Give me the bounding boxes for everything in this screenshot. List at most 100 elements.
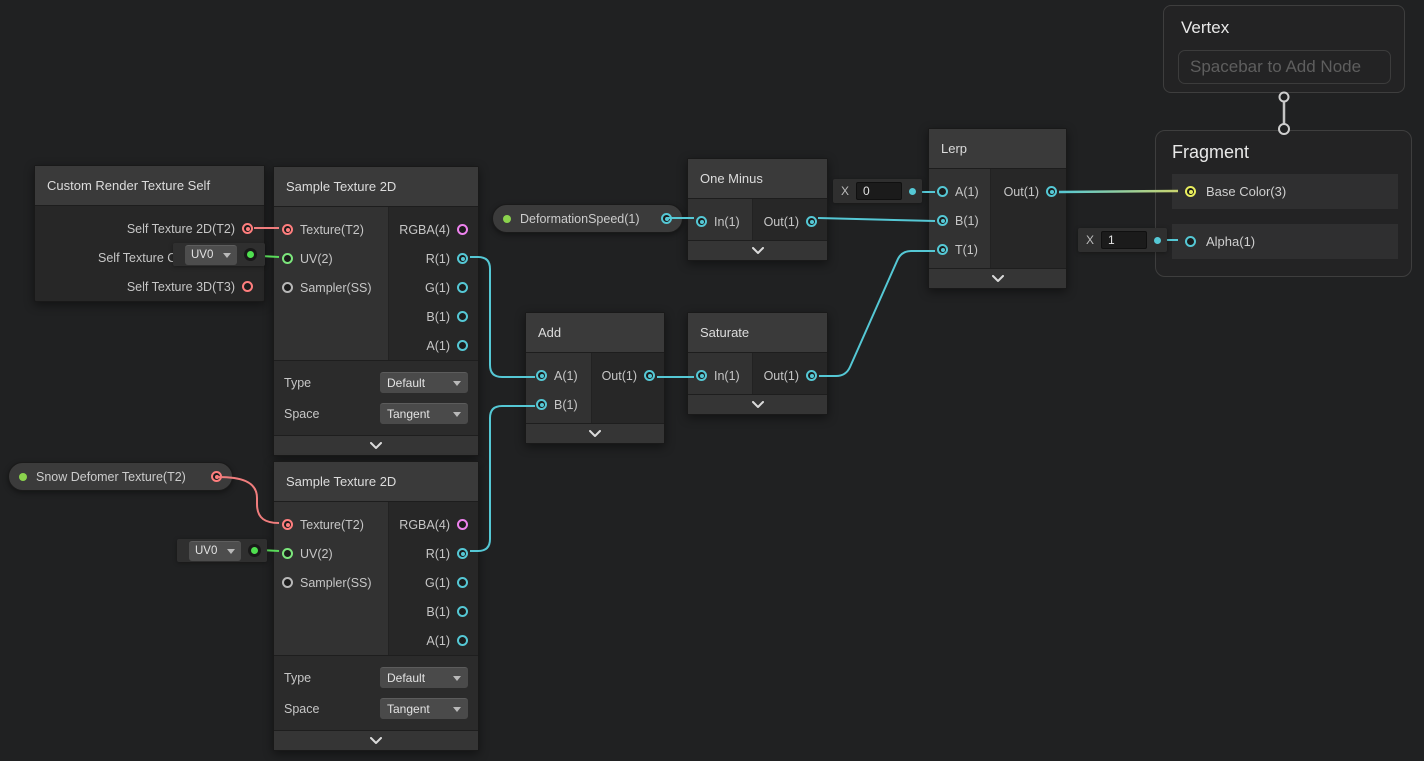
collapse-chevron-button[interactable] bbox=[929, 268, 1066, 288]
dropdown-arrow-icon bbox=[453, 411, 461, 417]
port-out[interactable] bbox=[806, 370, 817, 381]
port-out[interactable] bbox=[644, 370, 655, 381]
node-title: Sample Texture 2D bbox=[274, 167, 478, 207]
port-self-texture-2d[interactable] bbox=[242, 223, 253, 234]
fragment-row-alpha[interactable]: Alpha(1) bbox=[1172, 224, 1398, 259]
node-fragment-master[interactable]: Fragment Base Color(3) Alpha(1) bbox=[1155, 130, 1412, 277]
collapse-chevron-button[interactable] bbox=[688, 240, 827, 260]
node-sample-texture-2d-top[interactable]: Sample Texture 2D Texture(T2) UV(2) Samp… bbox=[273, 166, 479, 456]
node-lerp[interactable]: Lerp A(1) B(1) T(1) Out(1) bbox=[928, 128, 1067, 289]
port-label: B(1) bbox=[955, 213, 979, 228]
port-a-in[interactable] bbox=[937, 186, 948, 197]
port-t-in[interactable] bbox=[937, 244, 948, 255]
port-r-out[interactable] bbox=[457, 548, 468, 559]
port-label: Self Texture C bbox=[98, 250, 177, 265]
port-a-in[interactable] bbox=[536, 370, 547, 381]
port-label: UV(2) bbox=[300, 251, 333, 266]
edge-saturate-to-lerp-t[interactable] bbox=[819, 250, 935, 377]
port-uv-in[interactable] bbox=[282, 253, 293, 264]
port-a-out[interactable] bbox=[457, 635, 468, 646]
type-dropdown[interactable]: Default bbox=[380, 667, 468, 688]
port-base-color[interactable] bbox=[1185, 186, 1196, 197]
port-r-out[interactable] bbox=[457, 253, 468, 264]
collapse-chevron-button[interactable] bbox=[526, 423, 664, 443]
property-label: Snow Defomer Texture(T2) bbox=[36, 469, 186, 484]
node-title: Lerp bbox=[929, 129, 1066, 169]
port-label: A(1) bbox=[426, 633, 450, 648]
port-a-out[interactable] bbox=[457, 340, 468, 351]
port-g-out[interactable] bbox=[457, 577, 468, 588]
node-custom-render-texture-self[interactable]: Custom Render Texture Self Self Texture … bbox=[34, 165, 265, 302]
node-one-minus[interactable]: One Minus In(1) Out(1) bbox=[687, 158, 828, 261]
control-label-space: Space bbox=[284, 406, 320, 421]
port-uv-in[interactable] bbox=[282, 548, 293, 559]
property-output-port[interactable] bbox=[211, 471, 222, 482]
collapse-chevron-button[interactable] bbox=[688, 394, 827, 414]
collapse-chevron-button[interactable] bbox=[274, 730, 478, 750]
collapse-chevron-button[interactable] bbox=[274, 435, 478, 455]
port-out[interactable] bbox=[806, 216, 817, 227]
port-label: Self Texture 3D(T3) bbox=[126, 279, 235, 294]
port-label: Sampler(SS) bbox=[300, 280, 372, 295]
fragment-row-base-color[interactable]: Base Color(3) bbox=[1172, 174, 1398, 209]
edge-oneminus-to-lerp-b[interactable] bbox=[817, 217, 936, 222]
port-label: Out(1) bbox=[763, 214, 799, 229]
node-title: Saturate bbox=[688, 313, 827, 353]
port-b-out[interactable] bbox=[457, 311, 468, 322]
inline-connector-dot bbox=[909, 187, 917, 195]
space-dropdown[interactable]: Tangent bbox=[380, 698, 468, 719]
chevron-down-icon bbox=[370, 737, 382, 744]
node-title: Sample Texture 2D bbox=[274, 462, 478, 502]
node-vertex-master[interactable]: Vertex Spacebar to Add Node bbox=[1163, 5, 1405, 93]
port-label: B(1) bbox=[426, 309, 450, 324]
port-g-out[interactable] bbox=[457, 282, 468, 293]
dropdown-arrow-icon bbox=[453, 380, 461, 386]
uv-channel-dropdown[interactable]: UV0 bbox=[185, 244, 237, 265]
port-label: Texture(T2) bbox=[300, 222, 364, 237]
port-label: Texture(T2) bbox=[300, 517, 364, 532]
port-b-in[interactable] bbox=[536, 399, 547, 410]
port-rgba-out[interactable] bbox=[457, 224, 468, 235]
space-dropdown[interactable]: Tangent bbox=[380, 403, 468, 424]
node-add[interactable]: Add A(1) B(1) Out(1) bbox=[525, 312, 665, 444]
port-in[interactable] bbox=[696, 216, 707, 227]
port-out[interactable] bbox=[1046, 186, 1057, 197]
alpha-value-input[interactable] bbox=[1101, 231, 1148, 249]
port-self-texture-3d[interactable] bbox=[242, 281, 253, 292]
inline-connector-dot bbox=[1154, 236, 1162, 244]
node-saturate[interactable]: Saturate In(1) Out(1) bbox=[687, 312, 828, 415]
property-node-deformation-speed[interactable]: DeformationSpeed(1) bbox=[492, 204, 683, 233]
property-output-port[interactable] bbox=[661, 213, 672, 224]
port-rgba-out[interactable] bbox=[457, 519, 468, 530]
dropdown-arrow-icon bbox=[453, 706, 461, 712]
port-alpha[interactable] bbox=[1185, 236, 1196, 247]
type-dropdown[interactable]: Default bbox=[380, 372, 468, 393]
port-in[interactable] bbox=[696, 370, 707, 381]
port-label: R(1) bbox=[425, 546, 450, 561]
port-sampler-in[interactable] bbox=[282, 577, 293, 588]
port-label: Alpha(1) bbox=[1206, 234, 1256, 249]
x-label: X bbox=[1086, 233, 1095, 247]
port-label: In(1) bbox=[714, 214, 740, 229]
port-b-out[interactable] bbox=[457, 606, 468, 617]
property-node-snow-deformer-texture[interactable]: Snow Defomer Texture(T2) bbox=[8, 462, 233, 491]
port-label: RGBA(4) bbox=[399, 517, 450, 532]
port-label: G(1) bbox=[425, 575, 450, 590]
vertex-link-handle[interactable] bbox=[1278, 91, 1290, 103]
port-texture-in[interactable] bbox=[282, 224, 293, 235]
uv-channel-dropdown[interactable]: UV0 bbox=[189, 540, 241, 561]
port-label: B(1) bbox=[554, 397, 578, 412]
node-sample-texture-2d-bottom[interactable]: Sample Texture 2D Texture(T2) UV(2) Samp… bbox=[273, 461, 479, 751]
port-b-in[interactable] bbox=[937, 215, 948, 226]
port-texture-in[interactable] bbox=[282, 519, 293, 530]
chevron-down-icon bbox=[991, 275, 1004, 282]
control-label-space: Space bbox=[284, 701, 320, 716]
lerp-a-value-input[interactable] bbox=[856, 182, 903, 200]
port-label: G(1) bbox=[425, 280, 450, 295]
port-label: UV(2) bbox=[300, 546, 333, 561]
node-title: Custom Render Texture Self bbox=[35, 166, 264, 206]
chevron-down-icon bbox=[370, 442, 382, 449]
port-label: RGBA(4) bbox=[399, 222, 450, 237]
port-sampler-in[interactable] bbox=[282, 282, 293, 293]
